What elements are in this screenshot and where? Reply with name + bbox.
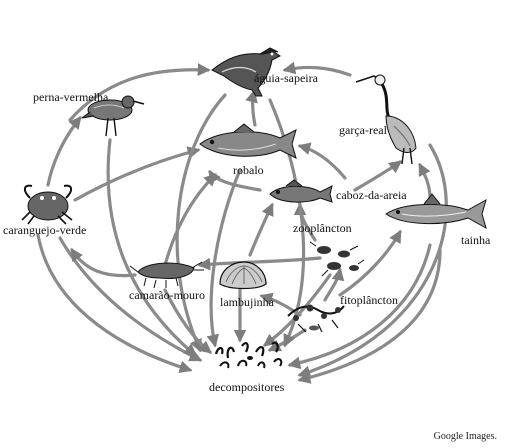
arrow-garca-to-decomp [297, 143, 448, 378]
arrow-lambujinha-to-caboz [248, 202, 274, 257]
shrimp-icon [129, 261, 204, 289]
eagle-icon [211, 47, 281, 97]
label-aguia-sapeira: águia-sapeira [254, 71, 318, 85]
decomposers-icon [214, 341, 283, 369]
redshank-icon [81, 95, 145, 137]
seabass-icon [199, 123, 297, 159]
label-caranguejo-verde: caranguejo-verde [3, 223, 87, 237]
mullet-icon [385, 193, 487, 230]
label-caboz-da-areia: caboz-da-areia [336, 188, 407, 202]
arrow-fito-to-tainha [338, 229, 402, 297]
goby-icon [269, 179, 333, 203]
label-garca-real: garça-real [339, 123, 387, 137]
arrow-zoo-to-camarao [197, 256, 322, 271]
arrow-aguia-to-decomp [175, 93, 227, 353]
arrow-caranguejo-to-decomp-outer [36, 233, 193, 374]
arrows [36, 61, 448, 384]
clam-icon [219, 261, 267, 290]
arrow-perna-to-aguia [68, 63, 211, 122]
arrow-caranguejo-to-robalo [73, 146, 201, 202]
arrow-caranguejo-to-perna [46, 116, 82, 187]
phytoplankton-icon [287, 304, 345, 333]
arrow-robalo-to-decomp [206, 168, 242, 348]
label-fitoplancton: fitoplâncton [340, 293, 398, 307]
arrow-tainha-to-garca [418, 162, 432, 200]
label-lambujinha: lambujinha [220, 295, 274, 309]
arrow-camarao-to-decomp [163, 288, 212, 354]
arrow-perna-to-decomp [106, 138, 197, 357]
arrow-robalo-to-aguia [245, 89, 258, 127]
arrow-camarao-to-robalo [163, 173, 217, 267]
crab-icon [21, 184, 73, 225]
arrow-camarao-to-caranguejo [70, 247, 137, 278]
zooplankton-icon [309, 241, 365, 277]
heron-icon [355, 74, 417, 165]
label-perna-vermelha: perna-vermelha [33, 90, 109, 104]
label-zooplancton: zooplâncton [293, 221, 352, 235]
arrow-caboz-to-garca [353, 160, 403, 192]
arrow-tainha-to-decomp-2 [297, 248, 442, 384]
label-decompositores: decompositores [209, 380, 285, 394]
arrow-tainha-to-decomp [287, 243, 432, 370]
arrow-garca-to-aguia [282, 61, 352, 77]
image-credit: Google Images. [433, 431, 497, 442]
arrow-fito-to-zoo [323, 267, 345, 302]
label-robalo: robalo [233, 163, 264, 177]
arrow-caboz-to-robalo-2 [297, 142, 347, 180]
label-camarao-mouro: camarão-mouro [129, 288, 205, 302]
label-tainha: tainha [461, 233, 491, 247]
